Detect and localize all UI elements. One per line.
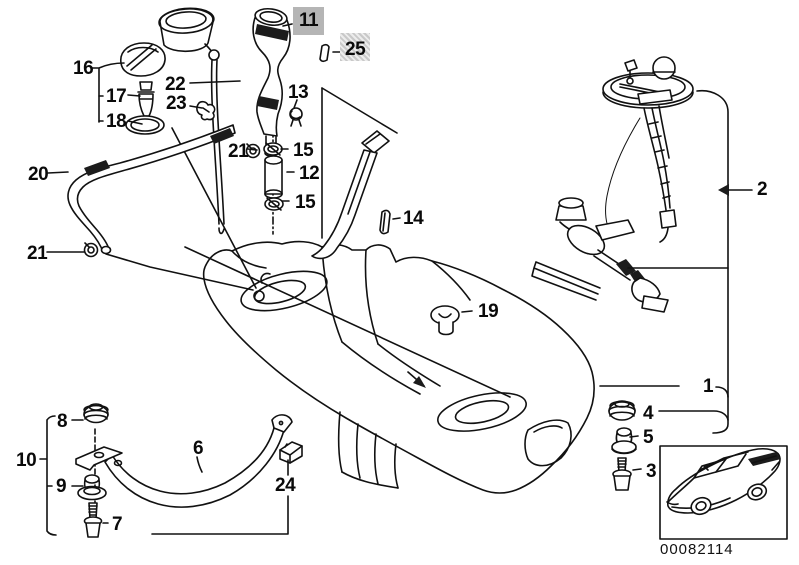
part-label-22-3[interactable]: 22 [165,74,186,95]
part-label-14-14[interactable]: 14 [403,208,424,229]
image-code: 00082114 [660,541,734,558]
part-label-15-11[interactable]: 15 [295,192,316,213]
part-label-2-15[interactable]: 2 [757,179,768,200]
strap-group-drawing [75,403,303,538]
hose-20-drawing [67,124,236,258]
part-label-21-8[interactable]: 21 [228,141,249,162]
part-label-10-22[interactable]: 10 [16,450,37,471]
small-clips-drawing [196,43,330,127]
part-label-25-highlighted-6[interactable]: 25 [340,33,371,61]
part-label-24-26[interactable]: 24 [275,475,296,496]
leader-lines [39,23,753,536]
part-label-13-7[interactable]: 13 [288,82,309,103]
part-label-15-9[interactable]: 15 [293,140,314,161]
plug-19-drawing [430,305,460,336]
construction-lines [94,87,511,503]
part-label-21-13[interactable]: 21 [27,243,48,264]
fasteners-right-drawing [608,400,637,491]
part-label-1-17[interactable]: 1 [703,376,714,397]
filler-ring-drawing [158,7,215,53]
part-label-6-25[interactable]: 6 [193,438,204,459]
fuel-tank-drawing [202,240,595,494]
fuel-cap-drawing [120,42,166,135]
part-label-20-12[interactable]: 20 [28,164,49,185]
part-label-19-16[interactable]: 19 [478,301,499,322]
part-label-7-24[interactable]: 7 [112,514,123,535]
part-label-17-1[interactable]: 17 [106,86,127,107]
breather-pipe-drawing [311,130,391,260]
vehicle-thumbnail [659,445,788,540]
fuel-pump-assembly-drawing [531,56,694,313]
filler-pipe-drawing [252,7,291,157]
car-icon [666,447,781,516]
part-label-9-23[interactable]: 9 [56,476,67,497]
part-label-5-19[interactable]: 5 [643,427,654,448]
part-label-8-21[interactable]: 8 [57,411,68,432]
part-label-18-2[interactable]: 18 [106,111,127,132]
part-label-4-18[interactable]: 4 [643,403,654,424]
hose-clamps-drawing [245,142,284,211]
part-label-23-4[interactable]: 23 [166,93,187,114]
part-label-3-20[interactable]: 3 [646,461,657,482]
part-label-12-10[interactable]: 12 [299,163,320,184]
part-label-11-highlighted-5[interactable]: 11 [293,7,325,35]
part-label-16-0[interactable]: 16 [73,58,94,79]
